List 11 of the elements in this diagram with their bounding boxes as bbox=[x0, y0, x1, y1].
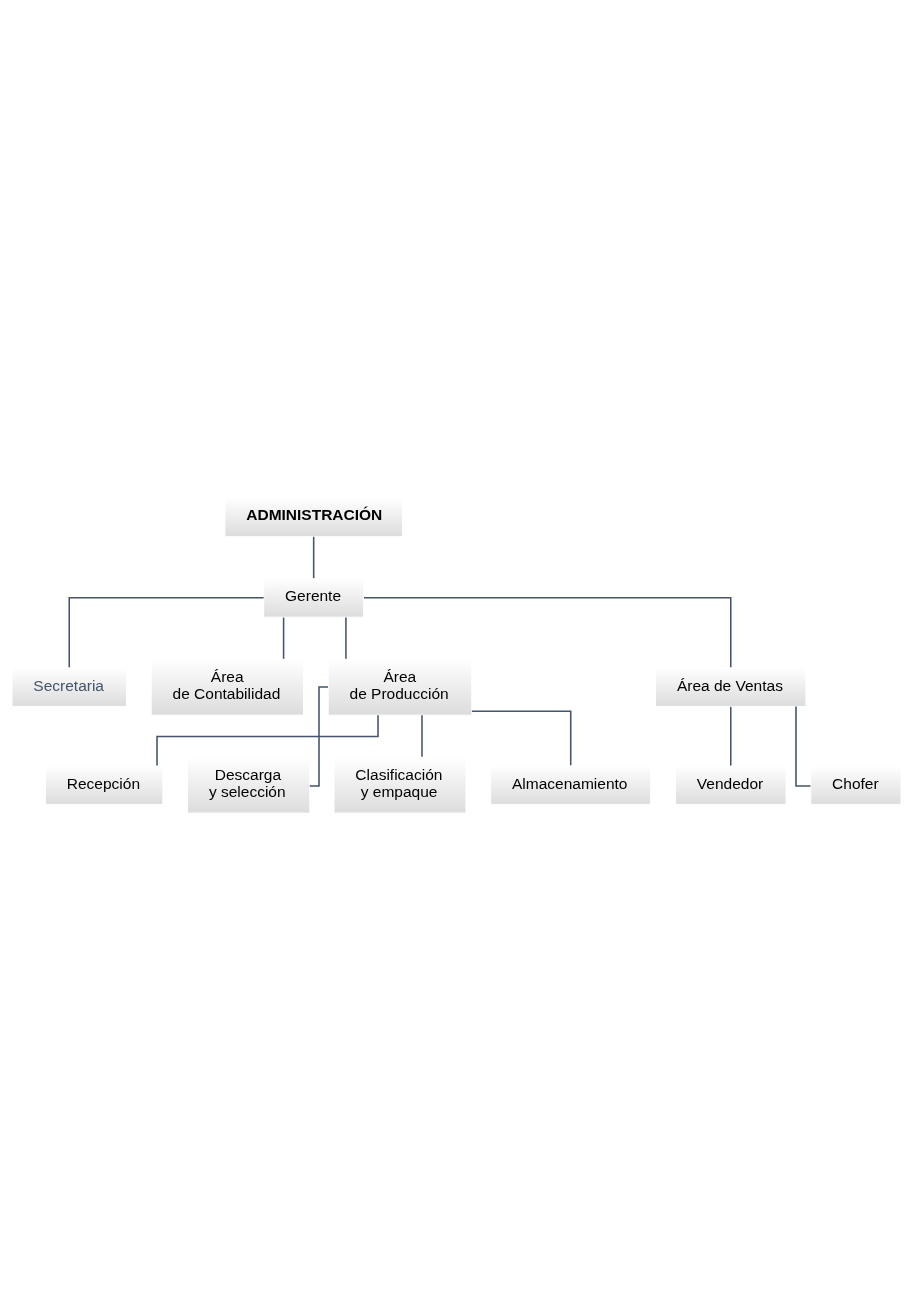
connector bbox=[312, 535, 315, 579]
connector bbox=[421, 714, 423, 757]
connector bbox=[363, 596, 732, 668]
connector bbox=[795, 705, 812, 787]
connector bbox=[68, 596, 265, 668]
connector bbox=[345, 616, 347, 660]
connector bbox=[471, 710, 572, 766]
connector bbox=[730, 705, 732, 766]
connector bbox=[309, 685, 329, 787]
connector bbox=[282, 616, 285, 660]
connector bbox=[156, 713, 379, 766]
